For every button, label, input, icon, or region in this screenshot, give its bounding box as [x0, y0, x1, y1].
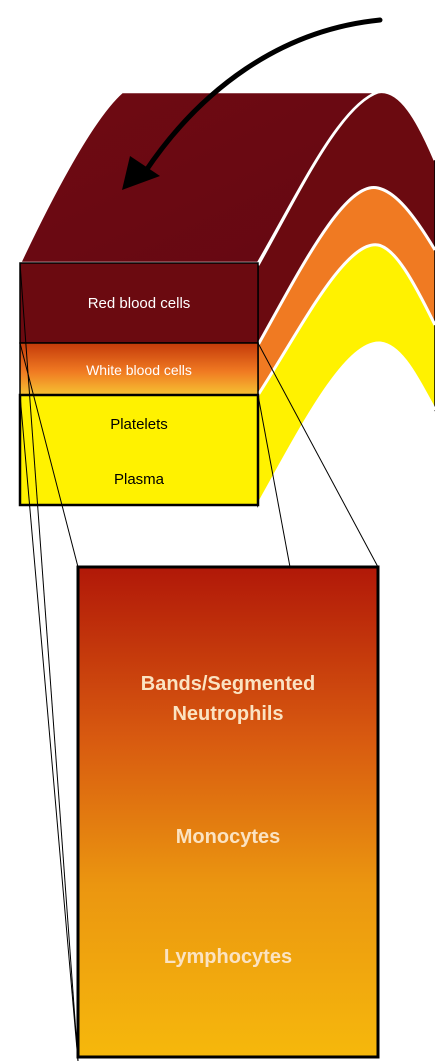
label-platelets: Platelets	[110, 416, 168, 433]
label-neutrophils: Neutrophils	[172, 703, 283, 725]
label-bands-segmented: Bands/Segmented	[141, 673, 315, 695]
label-red-blood-cells: Red blood cells	[88, 295, 191, 312]
platelets-plasma-layer	[20, 395, 258, 505]
label-lymphocytes: Lymphocytes	[164, 946, 292, 968]
label-white-blood-cells: White blood cells	[86, 362, 192, 378]
label-plasma: Plasma	[114, 471, 165, 488]
label-monocytes: Monocytes	[176, 826, 280, 848]
white-cell-zoom-box	[78, 567, 378, 1057]
